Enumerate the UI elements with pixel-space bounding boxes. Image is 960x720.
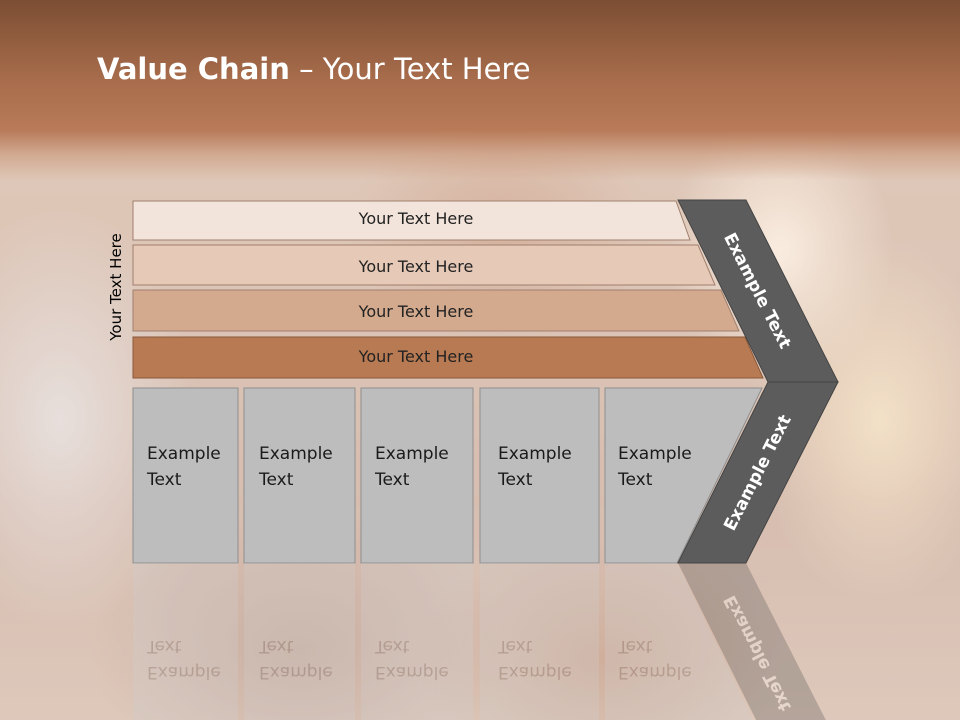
box-4 bbox=[479, 387, 600, 564]
bar-4 bbox=[132, 336, 764, 379]
reflection-box-4-line1: Example bbox=[498, 662, 572, 682]
box-3-line1: Example bbox=[375, 444, 449, 464]
chevron-group: Example Text Example Text bbox=[677, 199, 839, 564]
bar-3-label: Your Text Here bbox=[358, 302, 474, 321]
reflection-box-5-line1: Example bbox=[618, 662, 692, 682]
box-2 bbox=[243, 387, 356, 564]
box-5 bbox=[604, 387, 763, 564]
box-4-line1: Example bbox=[498, 444, 572, 464]
box-1-line1: Example bbox=[147, 444, 221, 464]
box-5-line1: Example bbox=[618, 444, 692, 464]
bar-1 bbox=[132, 200, 691, 241]
reflection-box-3-line2: Text bbox=[374, 636, 410, 656]
reflection-box-1-line2: Text bbox=[146, 636, 182, 656]
box-2-line1: Example bbox=[259, 444, 333, 464]
chevron-bottom bbox=[677, 381, 839, 564]
box-4-line2: Text bbox=[497, 470, 533, 490]
slide-title: Value Chain – Your Text Here bbox=[97, 52, 531, 86]
box-3-line2: Text bbox=[374, 470, 410, 490]
box-1 bbox=[132, 387, 239, 564]
box-5-line2: Text bbox=[617, 470, 653, 490]
bar-4-label: Your Text Here bbox=[358, 347, 474, 366]
reflection-box-2-line1: Example bbox=[259, 662, 333, 682]
bar-2-label: Your Text Here bbox=[358, 257, 474, 276]
title-band bbox=[0, 0, 960, 180]
bars-group: Your Text Here Your Text Here Your Text … bbox=[132, 200, 764, 379]
reflection-group: Example Text Example Text Example Text E… bbox=[133, 563, 826, 720]
reflection-box-1-line1: Example bbox=[147, 662, 221, 682]
bar-2 bbox=[132, 244, 716, 286]
boxes-group: Example Text Example Text Example Text E… bbox=[132, 387, 763, 564]
box-1-line2: Text bbox=[146, 470, 182, 490]
reflection-box-2-line2: Text bbox=[258, 636, 294, 656]
reflection-box-4-line2: Text bbox=[497, 636, 533, 656]
slide-title-rest: – Your Text Here bbox=[289, 52, 531, 86]
bar-1-label: Your Text Here bbox=[358, 209, 474, 228]
reflection-box-5-line2: Text bbox=[617, 636, 653, 656]
slide-title-bold: Value Chain bbox=[97, 52, 290, 86]
reflection-box-3-line1: Example bbox=[375, 662, 449, 682]
box-2-line2: Text bbox=[258, 470, 294, 490]
box-3 bbox=[360, 387, 474, 564]
bar-3 bbox=[132, 289, 740, 332]
